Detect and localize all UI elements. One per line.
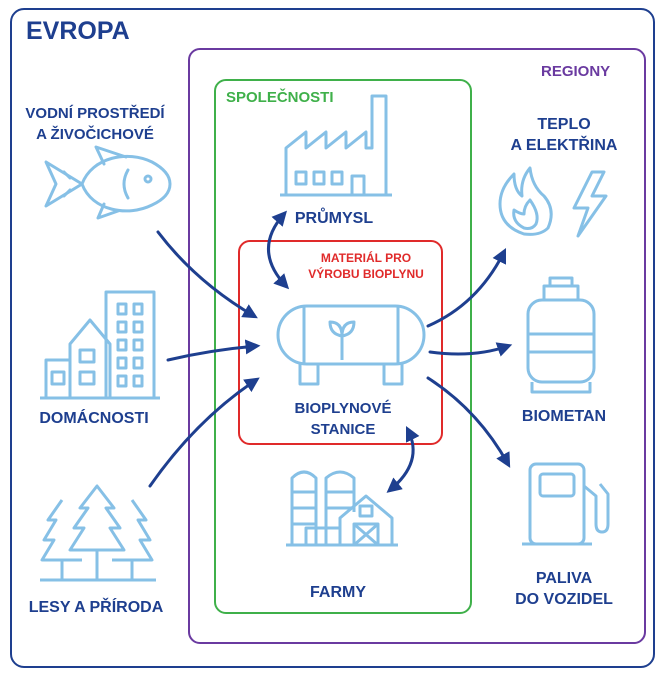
europe-title: EVROPA: [26, 17, 130, 45]
heat-label: TEPLO A ELEKTŘINA: [510, 116, 618, 154]
regions-frame: [188, 48, 646, 644]
companies-title: SPOLEČNOSTI: [226, 89, 334, 106]
industry-label: PRŮMYSL: [294, 210, 374, 227]
biomethane-label: BIOMETAN: [521, 408, 607, 425]
arrow-industry-plant: [267, 210, 290, 290]
gas-cylinder-icon: [526, 276, 596, 394]
fish-icon: [44, 145, 172, 220]
arrow-farms-plant: [386, 425, 420, 493]
europe-frame: [10, 8, 655, 668]
material-title: MATERIÁL PRO VÝROBU BIOPLYNU: [308, 251, 424, 281]
arrow-households-to-plant: [166, 339, 261, 362]
trees-icon: [40, 484, 156, 582]
fuels-label: PALIVA DO VOZIDEL: [515, 570, 613, 608]
material-frame: [238, 240, 443, 445]
farms-label: FARMY: [310, 584, 366, 601]
arrow-forests-to-plant: [148, 377, 260, 488]
regions-title: REGIONY: [541, 63, 611, 80]
water-label: VODNÍ PROSTŘEDÍ A ŽIVOČICHOVÉ: [25, 105, 165, 143]
plant-label: BIOPLYNOVÉ STANICE: [294, 400, 392, 438]
factory-icon: [280, 94, 392, 197]
farm-icon: [286, 470, 398, 547]
households-label: DOMÁCNOSTI: [39, 410, 149, 427]
buildings-icon: [40, 290, 160, 400]
companies-frame: [214, 79, 472, 614]
arrow-plant-to-biomethane: [428, 342, 513, 357]
biogas-tank-icon: [276, 304, 426, 386]
arrow-water-to-plant: [156, 230, 258, 319]
arrow-plant-to-fuels: [426, 376, 511, 468]
forests-label: LESY A PŘÍRODA: [28, 599, 164, 616]
fire-lightning-icon: [498, 166, 608, 238]
fuel-pump-icon: [522, 462, 610, 546]
arrow-plant-to-heat: [426, 247, 507, 328]
